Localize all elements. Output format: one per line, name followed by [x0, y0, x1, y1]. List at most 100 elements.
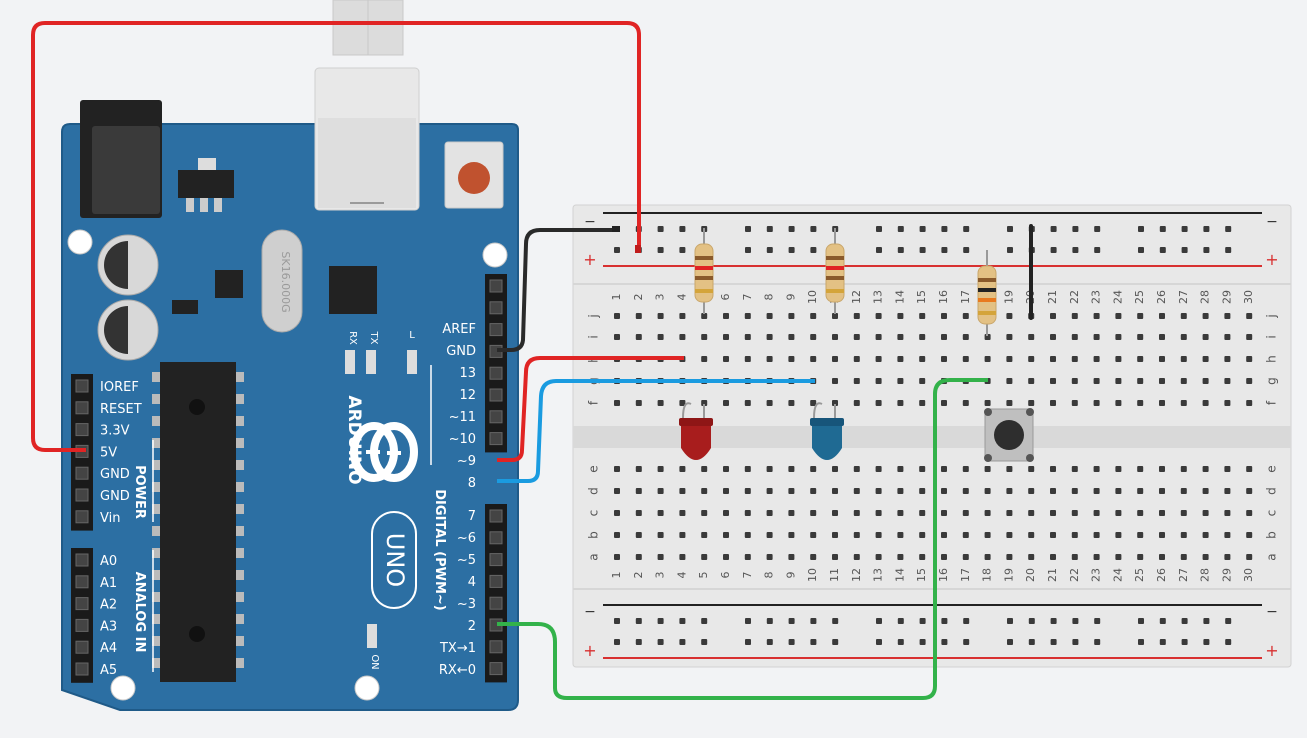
breadboard-hole[interactable]	[701, 400, 708, 406]
rail-hole[interactable]	[657, 247, 664, 253]
red-led[interactable]	[679, 402, 713, 460]
rail-hole[interactable]	[876, 226, 882, 232]
breadboard-hole[interactable]	[1202, 510, 1209, 516]
breadboard-hole[interactable]	[832, 488, 838, 494]
header-socket[interactable]	[75, 575, 89, 589]
header-socket[interactable]	[489, 596, 503, 610]
breadboard-hole[interactable]	[1071, 488, 1078, 494]
breadboard-hole[interactable]	[853, 466, 860, 472]
breadboard-hole[interactable]	[1246, 334, 1253, 340]
rail-hole[interactable]	[788, 639, 795, 645]
breadboard-hole[interactable]	[897, 488, 904, 494]
breadboard-hole[interactable]	[1137, 510, 1144, 516]
breadboard-hole[interactable]	[1006, 400, 1013, 406]
rail-hole[interactable]	[1181, 639, 1188, 645]
rail-hole[interactable]	[1050, 247, 1057, 253]
rail-hole[interactable]	[963, 247, 970, 253]
wire-5v-to-rail[interactable]	[31, 21, 641, 452]
resistor-2[interactable]	[825, 228, 845, 314]
rail-hole[interactable]	[745, 226, 751, 232]
breadboard-hole[interactable]	[962, 313, 969, 319]
breadboard-hole[interactable]	[962, 334, 969, 340]
breadboard-hole[interactable]	[1159, 466, 1165, 472]
rail-hole[interactable]	[1050, 639, 1057, 645]
breadboard-hole[interactable]	[1202, 356, 1209, 362]
breadboard-hole[interactable]	[1246, 488, 1253, 494]
breadboard-hole[interactable]	[1159, 532, 1165, 538]
breadboard-hole[interactable]	[962, 554, 969, 560]
breadboard-hole[interactable]	[1006, 313, 1013, 319]
breadboard-hole[interactable]	[962, 510, 969, 516]
rail-hole[interactable]	[1181, 247, 1188, 253]
breadboard-hole[interactable]	[832, 356, 838, 362]
breadboard-hole[interactable]	[1246, 378, 1253, 384]
breadboard-hole[interactable]	[810, 400, 817, 406]
rail-hole[interactable]	[897, 247, 904, 253]
breadboard-hole[interactable]	[1180, 466, 1187, 472]
breadboard-hole[interactable]	[962, 532, 969, 538]
breadboard-hole[interactable]	[657, 532, 664, 538]
breadboard-hole[interactable]	[744, 356, 751, 362]
breadboard-hole[interactable]	[723, 313, 729, 319]
breadboard-hole[interactable]	[657, 510, 664, 516]
rail-hole[interactable]	[1225, 226, 1232, 232]
breadboard-hole[interactable]	[766, 313, 773, 319]
header-socket[interactable]	[489, 662, 503, 676]
breadboard-hole[interactable]	[1006, 488, 1013, 494]
breadboard-hole[interactable]	[657, 488, 664, 494]
breadboard-hole[interactable]	[1180, 400, 1187, 406]
breadboard-hole[interactable]	[723, 466, 729, 472]
breadboard-hole[interactable]	[941, 334, 947, 340]
breadboard-hole[interactable]	[744, 400, 751, 406]
breadboard-hole[interactable]	[853, 378, 860, 384]
breadboard-hole[interactable]	[984, 532, 991, 538]
breadboard-hole[interactable]	[635, 532, 642, 538]
breadboard-hole[interactable]	[1050, 532, 1056, 538]
breadboard-hole[interactable]	[1028, 554, 1035, 560]
breadboard-hole[interactable]	[744, 334, 751, 340]
header-socket[interactable]	[75, 510, 89, 524]
breadboard-hole[interactable]	[1006, 378, 1013, 384]
breadboard-hole[interactable]	[766, 334, 773, 340]
breadboard-hole[interactable]	[1115, 313, 1122, 319]
breadboard-hole[interactable]	[962, 400, 969, 406]
header-socket[interactable]	[489, 553, 503, 567]
breadboard-hole[interactable]	[744, 532, 751, 538]
header-socket[interactable]	[75, 640, 89, 654]
breadboard-hole[interactable]	[1093, 554, 1100, 560]
breadboard-hole[interactable]	[1071, 313, 1078, 319]
breadboard-hole[interactable]	[919, 554, 926, 560]
breadboard-hole[interactable]	[1050, 488, 1056, 494]
breadboard-hole[interactable]	[853, 356, 860, 362]
breadboard-hole[interactable]	[1180, 554, 1187, 560]
breadboard-hole[interactable]	[679, 313, 686, 319]
breadboard-hole[interactable]	[832, 313, 838, 319]
rail-hole[interactable]	[963, 618, 970, 624]
breadboard-hole[interactable]	[1093, 378, 1100, 384]
breadboard-hole[interactable]	[766, 356, 773, 362]
breadboard-hole[interactable]	[1180, 532, 1187, 538]
rail-hole[interactable]	[963, 226, 970, 232]
breadboard-hole[interactable]	[788, 488, 795, 494]
breadboard-hole[interactable]	[614, 466, 620, 472]
rail-hole[interactable]	[876, 639, 882, 645]
push-button[interactable]	[984, 408, 1034, 462]
header-socket[interactable]	[75, 466, 89, 480]
rail-hole[interactable]	[1181, 618, 1188, 624]
rail-hole[interactable]	[832, 639, 839, 645]
wire-gnd-to-rail[interactable]	[497, 228, 617, 352]
breadboard-hole[interactable]	[723, 356, 729, 362]
breadboard-hole[interactable]	[984, 488, 991, 494]
rail-hole[interactable]	[788, 226, 795, 232]
rail-hole[interactable]	[1138, 226, 1144, 232]
breadboard-hole[interactable]	[875, 378, 882, 384]
breadboard-hole[interactable]	[723, 510, 729, 516]
breadboard-hole[interactable]	[1180, 313, 1187, 319]
rail-hole[interactable]	[1028, 639, 1035, 645]
breadboard-hole[interactable]	[766, 488, 773, 494]
breadboard-hole[interactable]	[635, 466, 642, 472]
breadboard-hole[interactable]	[1093, 400, 1100, 406]
breadboard-hole[interactable]	[744, 554, 751, 560]
breadboard-hole[interactable]	[1224, 488, 1231, 494]
rail-hole[interactable]	[1072, 639, 1079, 645]
